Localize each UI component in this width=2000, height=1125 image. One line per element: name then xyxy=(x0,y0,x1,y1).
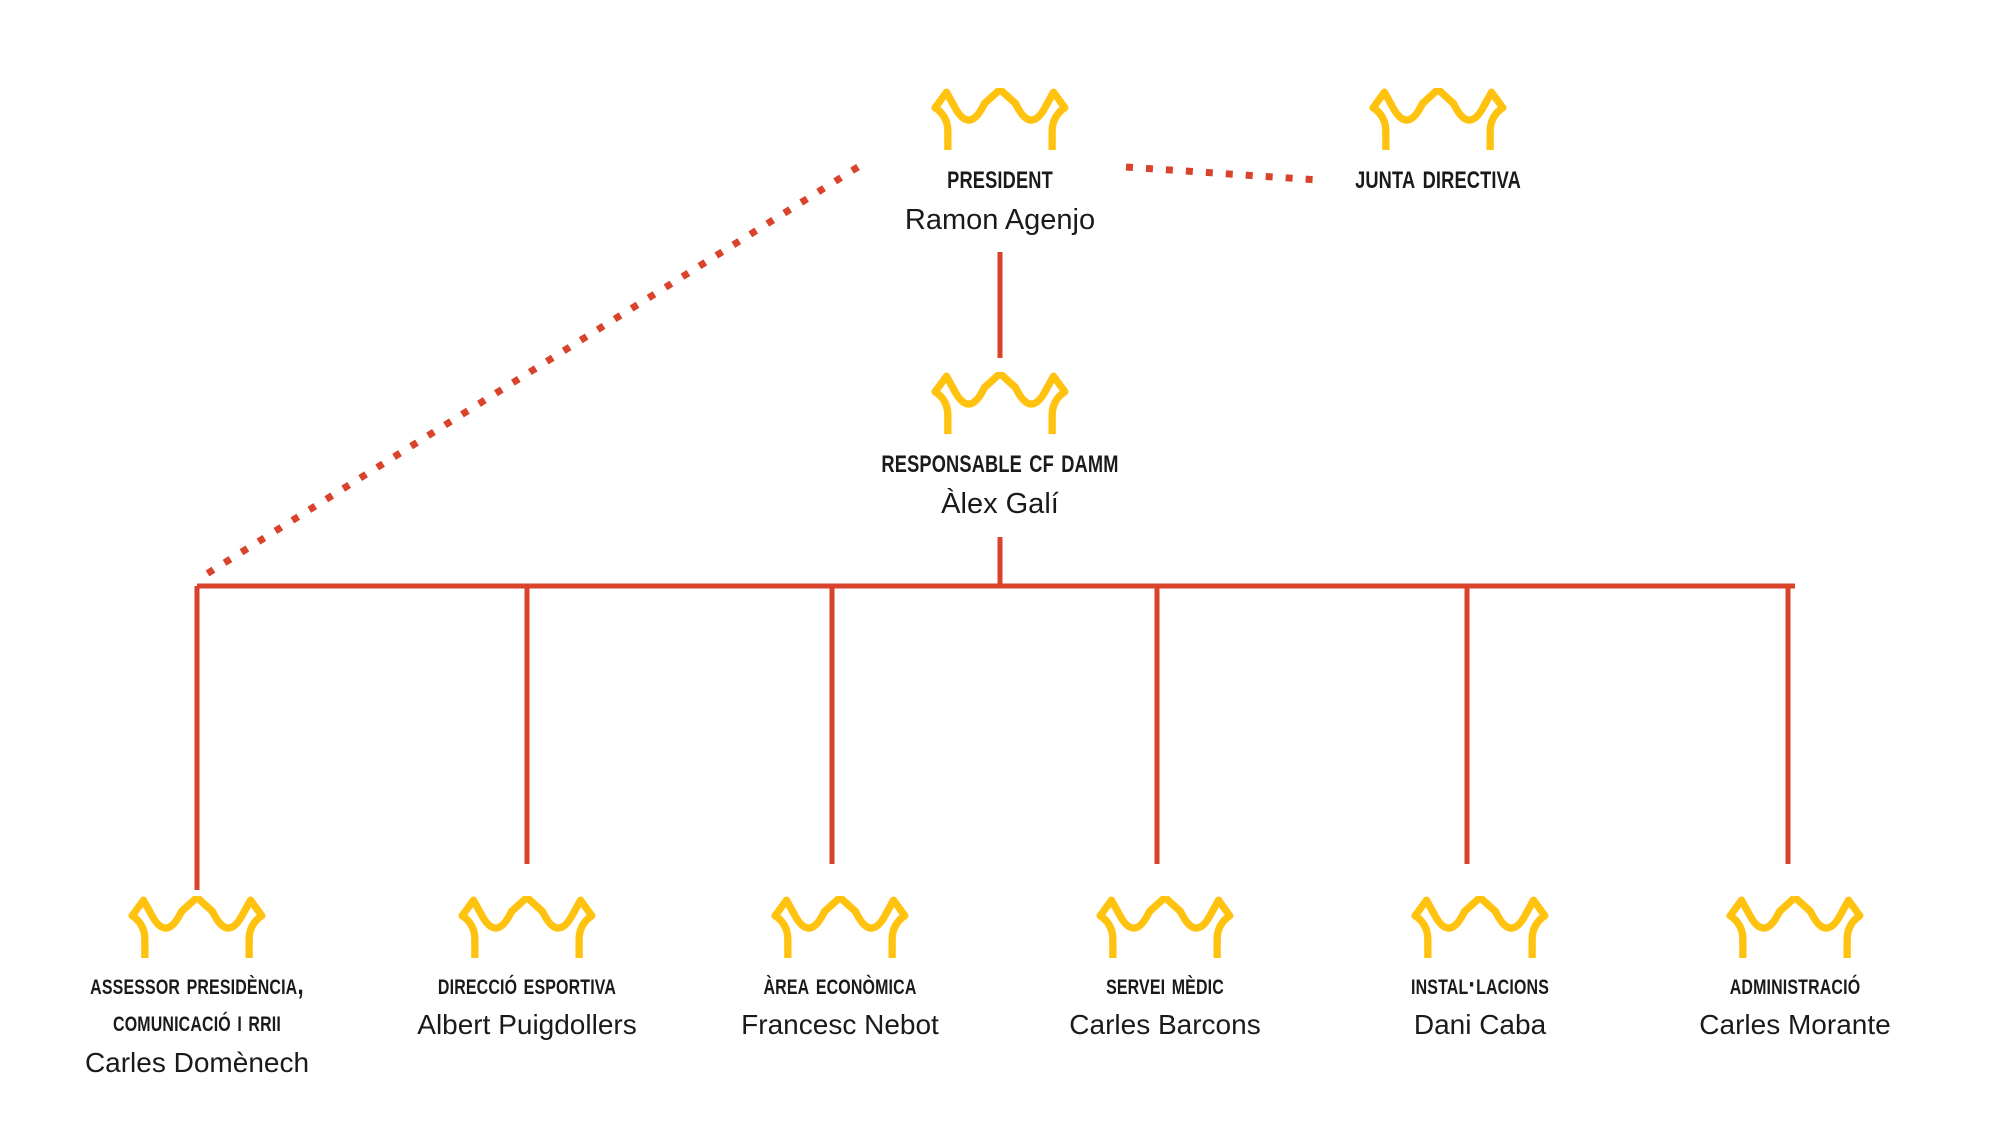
crown-icon xyxy=(7,896,387,958)
node-president[interactable]: President Ramon Agenjo xyxy=(770,88,1230,238)
node-title: Administració xyxy=(1729,968,1861,1001)
node-title: Direcció esportiva xyxy=(437,968,617,1001)
node-person: Àlex Galí xyxy=(941,488,1059,521)
crown-icon xyxy=(931,88,1069,150)
node-title: President xyxy=(947,158,1053,196)
crown-icon xyxy=(1096,896,1234,958)
crown-icon xyxy=(128,896,266,958)
node-person: Francesc Nebot xyxy=(741,1009,939,1041)
crown-icon xyxy=(650,896,1030,958)
node-person: Carles Domènech xyxy=(84,1047,310,1079)
node-junta-directiva[interactable]: Junta Directiva xyxy=(1208,88,1668,197)
crown-icon xyxy=(770,372,1230,434)
crown-icon xyxy=(1369,88,1507,150)
crown-icon xyxy=(770,88,1230,150)
node-title: Junta Directiva xyxy=(1355,158,1521,196)
node-title: Servei mèdic xyxy=(1106,968,1224,1001)
node-person: Dani Caba xyxy=(1413,1009,1547,1041)
crown-icon xyxy=(458,896,596,958)
crown-icon xyxy=(771,896,909,958)
node-title: Instal·lacions xyxy=(1411,968,1549,1001)
node-title: Assessor presidència, comunicació i RRII xyxy=(90,968,304,1038)
node-assessor-presidencia[interactable]: Assessor presidència, comunicació i RRII… xyxy=(7,896,387,1080)
node-person: Albert Puigdollers xyxy=(417,1009,637,1041)
node-person: Carles Morante xyxy=(1699,1009,1891,1041)
node-administracio[interactable]: AdministracióCarles Morante xyxy=(1605,896,1985,1042)
crown-icon xyxy=(1208,88,1668,150)
crown-icon xyxy=(1411,896,1549,958)
crown-icon xyxy=(1290,896,1670,958)
node-responsable-cf-damm[interactable]: Responsable CF Damm Àlex Galí xyxy=(770,372,1230,522)
crown-icon xyxy=(337,896,717,958)
crown-icon xyxy=(931,372,1069,434)
node-title: Responsable CF Damm xyxy=(881,442,1119,480)
node-title: Àrea econòmica xyxy=(763,968,917,1001)
node-person: Ramon Agenjo xyxy=(904,204,1096,237)
connector-president-to-bus xyxy=(195,164,860,583)
crown-icon xyxy=(1726,896,1864,958)
crown-icon xyxy=(1605,896,1985,958)
node-person: Carles Barcons xyxy=(1069,1009,1261,1041)
crown-icon xyxy=(975,896,1355,958)
